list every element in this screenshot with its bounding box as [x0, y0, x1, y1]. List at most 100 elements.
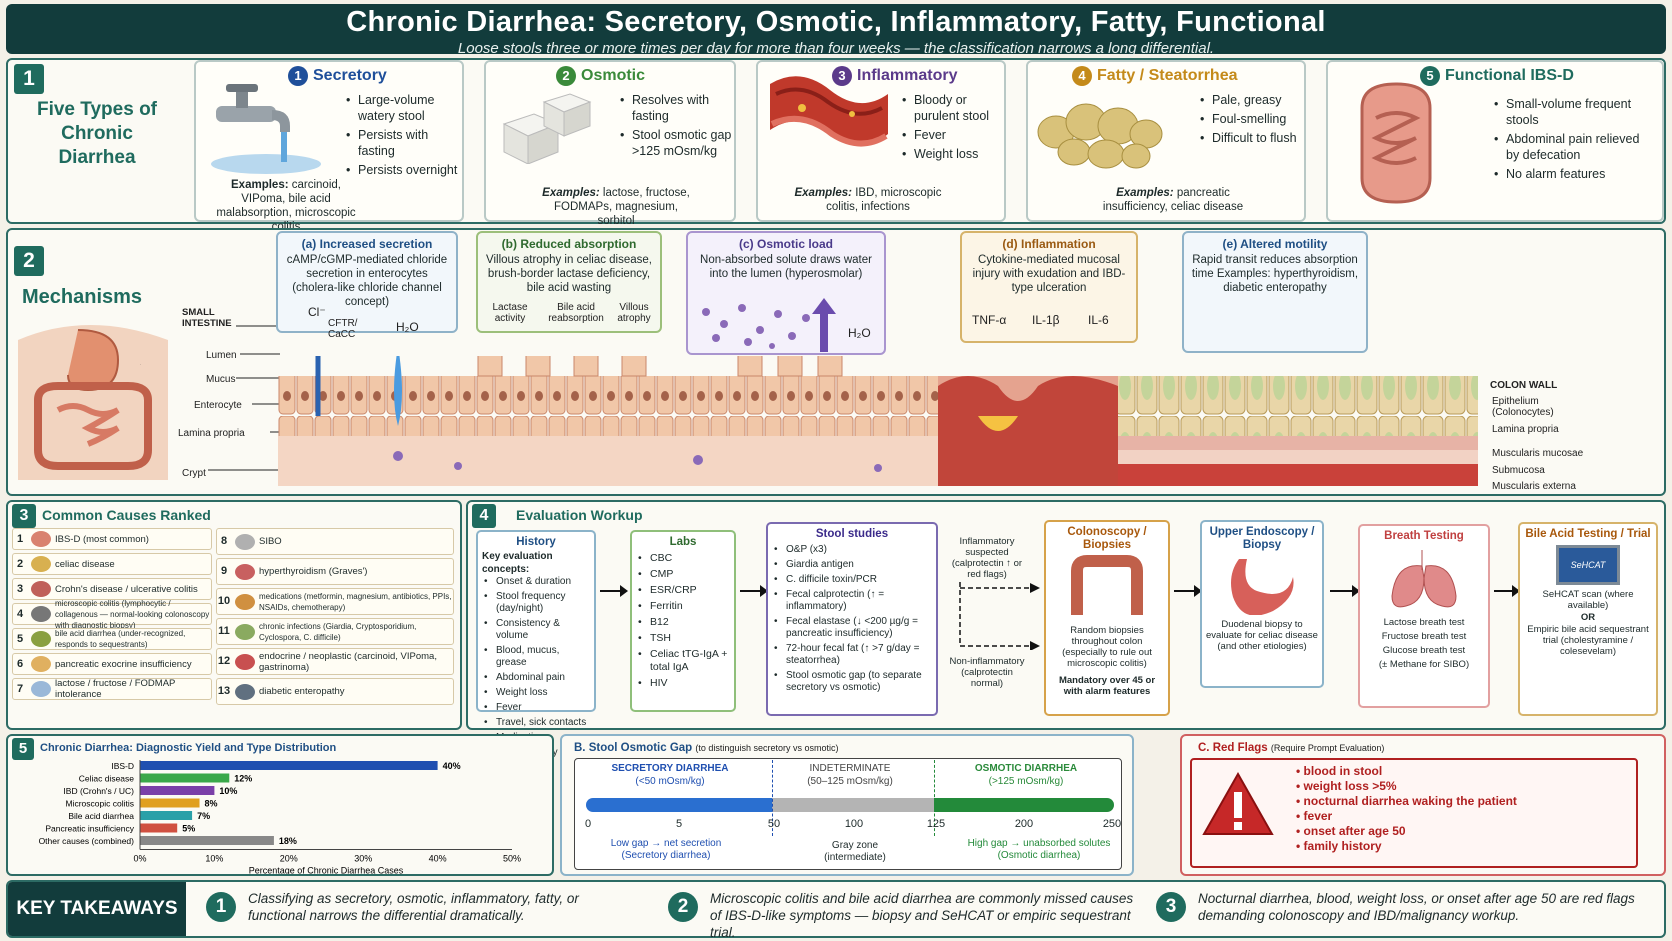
x-tick-label: 50% [503, 854, 521, 864]
indeterminate-zone-label: INDETERMINATE [809, 763, 891, 774]
cause-rank: 13 [217, 685, 231, 697]
cause-label: SIBO [259, 536, 282, 547]
bar-category-label: Celiac disease [79, 774, 135, 784]
type-features: Pale, greasy Foul-smelling Difficult to … [1198, 92, 1304, 149]
takeaway-text: Microscopic colitis and bile acid diarrh… [710, 891, 1134, 940]
gap-tick-label: 50 [767, 818, 781, 830]
label-bile-acid: Bile acid reabsorption [548, 302, 604, 324]
threshold-125 [934, 760, 935, 836]
lab-item: ESR/CRP [636, 584, 730, 597]
bar [140, 798, 200, 808]
cause-label: medications (metformin, magnesium, antib… [259, 591, 452, 612]
bar-value-label: 40% [443, 761, 461, 771]
cause-label: diabetic enteropathy [259, 686, 345, 697]
red-flags-title: C. Red Flags (Require Prompt Evaluation) [1198, 742, 1385, 754]
history-item: Abdominal pain [482, 672, 590, 684]
cause-icon [235, 563, 255, 580]
x-tick-label: 30% [354, 854, 372, 864]
label-colon-wall: COLON WALL [1490, 380, 1558, 391]
cause-icon [235, 623, 255, 640]
stool-study-item: C. difficile toxin/PCR [772, 574, 932, 586]
cause-rank: 1 [16, 532, 24, 545]
chart-title: Chronic Diarrhea: Diagnostic Yield and T… [40, 742, 337, 754]
lungs-icon [1391, 550, 1457, 608]
takeaway-text: Classifying as secretory, osmotic, infla… [248, 891, 579, 923]
bar-value-label: 7% [197, 811, 210, 821]
workup-colonoscopy: Colonoscopy / Biopsies Random biopsies t… [1044, 520, 1170, 716]
red-flag-item: • fever [1296, 809, 1333, 823]
cause-label: celiac disease [55, 558, 115, 570]
type-examples: Examples: IBD, microscopic colitis, infe… [794, 187, 942, 213]
red-flags-box [1190, 758, 1638, 868]
cause-rank: 4 [16, 607, 24, 620]
label-epithelium: Epithelium (Colonocytes) [1492, 396, 1554, 418]
bar [140, 773, 230, 783]
cause-label: IBS-D (most common) [55, 533, 149, 545]
cause-item: 1 IBS-D (most common) [12, 528, 212, 550]
cause-icon [31, 581, 51, 597]
x-tick-label: 40% [429, 854, 447, 864]
inflamed-colon-icon [770, 76, 888, 147]
gap-tick-label: 200 [1014, 818, 1034, 830]
cause-icon [31, 531, 51, 547]
label-lactase: Lactase activity [492, 302, 528, 324]
sehcat-scanner-icon: SeHCAT [1556, 545, 1620, 585]
stool-study-item: O&P (x3) [772, 544, 932, 556]
osmotic-gap-scale-box [574, 758, 1122, 870]
gut-wall-illustration [278, 356, 1478, 486]
gap-tick-label: 125 [926, 818, 946, 830]
takeaway-number: 1 [206, 892, 236, 922]
bar-category-label: Microscopic colitis [66, 799, 135, 809]
history-item: Onset & duration [482, 576, 590, 588]
bar-category-label: IBS-D [111, 761, 134, 771]
x-tick-label: 10% [205, 854, 223, 864]
section-4-badge: 4 [472, 504, 496, 528]
red-flag-item: • weight loss >5% [1296, 779, 1397, 793]
lab-item: HIV [636, 677, 730, 690]
indeterminate-zone-range: (50–125 mOsm/kg) [807, 776, 893, 787]
history-item: Fever [482, 702, 590, 714]
type-title: Functional IBS-D [1445, 67, 1574, 84]
intestines-icon [1360, 82, 1432, 204]
gap-tick-label: 0 [584, 818, 592, 830]
history-item: Consistency & volume [482, 618, 590, 642]
faucet-icon [211, 84, 321, 174]
lab-item: TSH [636, 632, 730, 645]
cause-rank: 7 [16, 682, 24, 695]
bar-category-label: Bile acid diarrhea [68, 811, 134, 821]
type-title: Fatty / Steatorrhea [1097, 67, 1238, 84]
cause-label: hyperthyroidism (Graves') [259, 566, 368, 577]
cause-icon [31, 606, 51, 622]
history-item: Weight loss [482, 687, 590, 699]
type-number: 4 [1072, 66, 1092, 86]
cause-rank: 6 [16, 657, 24, 670]
type-examples: Examples: carcinoid, VIPoma, bile acid m… [216, 179, 356, 233]
history-item: Travel, sick contacts [482, 717, 590, 729]
cause-icon [235, 593, 255, 610]
page-title: Chronic Diarrhea: Secretory, Osmotic, In… [346, 6, 1326, 38]
history-item: Blood, mucus, grease [482, 645, 590, 669]
branch-arrows [959, 582, 1040, 650]
cause-icon [235, 653, 255, 670]
cause-rank: 12 [217, 655, 231, 667]
label-crypt: Crypt [182, 468, 206, 479]
red-flag-item: • nocturnal diarrhea waking the patient [1296, 794, 1517, 808]
gap-tick-label: 100 [844, 818, 864, 830]
workup-stool-studies: Stool studies O&P (x3)Giardia antigenC. … [766, 522, 938, 716]
bar-category-label: Pancreatic insufficiency [45, 824, 134, 834]
bar-category-label: IBD (Crohn's / UC) [63, 786, 134, 796]
bar [140, 811, 193, 820]
cause-label: lactose / fructose / FODMAP intolerance [55, 678, 176, 700]
osmotic-bar [934, 798, 1114, 812]
label-colon-lamina: Lamina propria [1492, 424, 1559, 435]
cause-rank: 10 [217, 595, 231, 607]
lab-item: Celiac tTG-IgA + total IgA [636, 648, 730, 674]
section-4-title: Evaluation Workup [516, 507, 643, 523]
